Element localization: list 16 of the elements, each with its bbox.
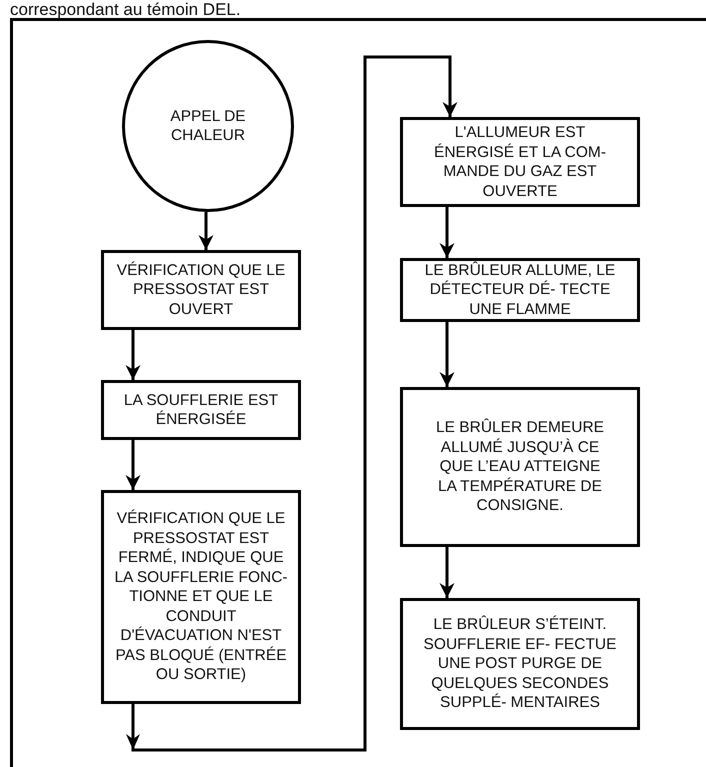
process-box bbox=[101, 250, 301, 330]
process-box bbox=[400, 598, 640, 730]
step-text: L'ALLUMEUR EST ÉNERGISÉ ET LA COM- MANDE DU GAZ EST OUVERTE bbox=[433, 123, 607, 201]
step-text: LE BRÛLER DEMEURE ALLUMÉ JUSQU’À CE QUE L’EAU ATTEIGNE LA TEMPÉRATURE DE CONSIGNE. bbox=[435, 418, 605, 516]
step-text: VÉRIFICATION QUE LE PRESSOSTAT EST FERMÉ, INDIQUE QUE LA SOUFFLERIE FONC- TIONNE ET QUE LE CONDUIT D'ÉVACUATION N'EST PAS BLOQUÉ (ENTRÉE OU SORTIE) bbox=[113, 509, 289, 685]
step-text: VÉRIFICATION QUE LE PRESSOSTAT EST OUVERT bbox=[116, 260, 286, 320]
note-text: correspondant au témoin DEL. bbox=[10, 0, 241, 20]
step-text: APPEL DE CHALEUR bbox=[169, 106, 247, 146]
process-box bbox=[101, 490, 301, 704]
step-text: LE BRÛLEUR ALLUME, LE DÉTECTEUR DÉ- TECTE UNE FLAMME bbox=[424, 260, 616, 320]
process-box bbox=[400, 117, 640, 207]
process-box bbox=[400, 387, 640, 547]
step-text: LE BRÛLEUR S’ÉTEINT. SOUFFLERIE EF- FECTUE UNE POST PURGE DE QUELQUES SECONDES SUPPLÉ- MENTAIRES bbox=[422, 615, 618, 713]
process-box bbox=[101, 380, 301, 440]
process-box bbox=[400, 258, 640, 322]
step-text: LA SOUFFLERIE EST ÉNERGISÉE bbox=[122, 390, 280, 430]
